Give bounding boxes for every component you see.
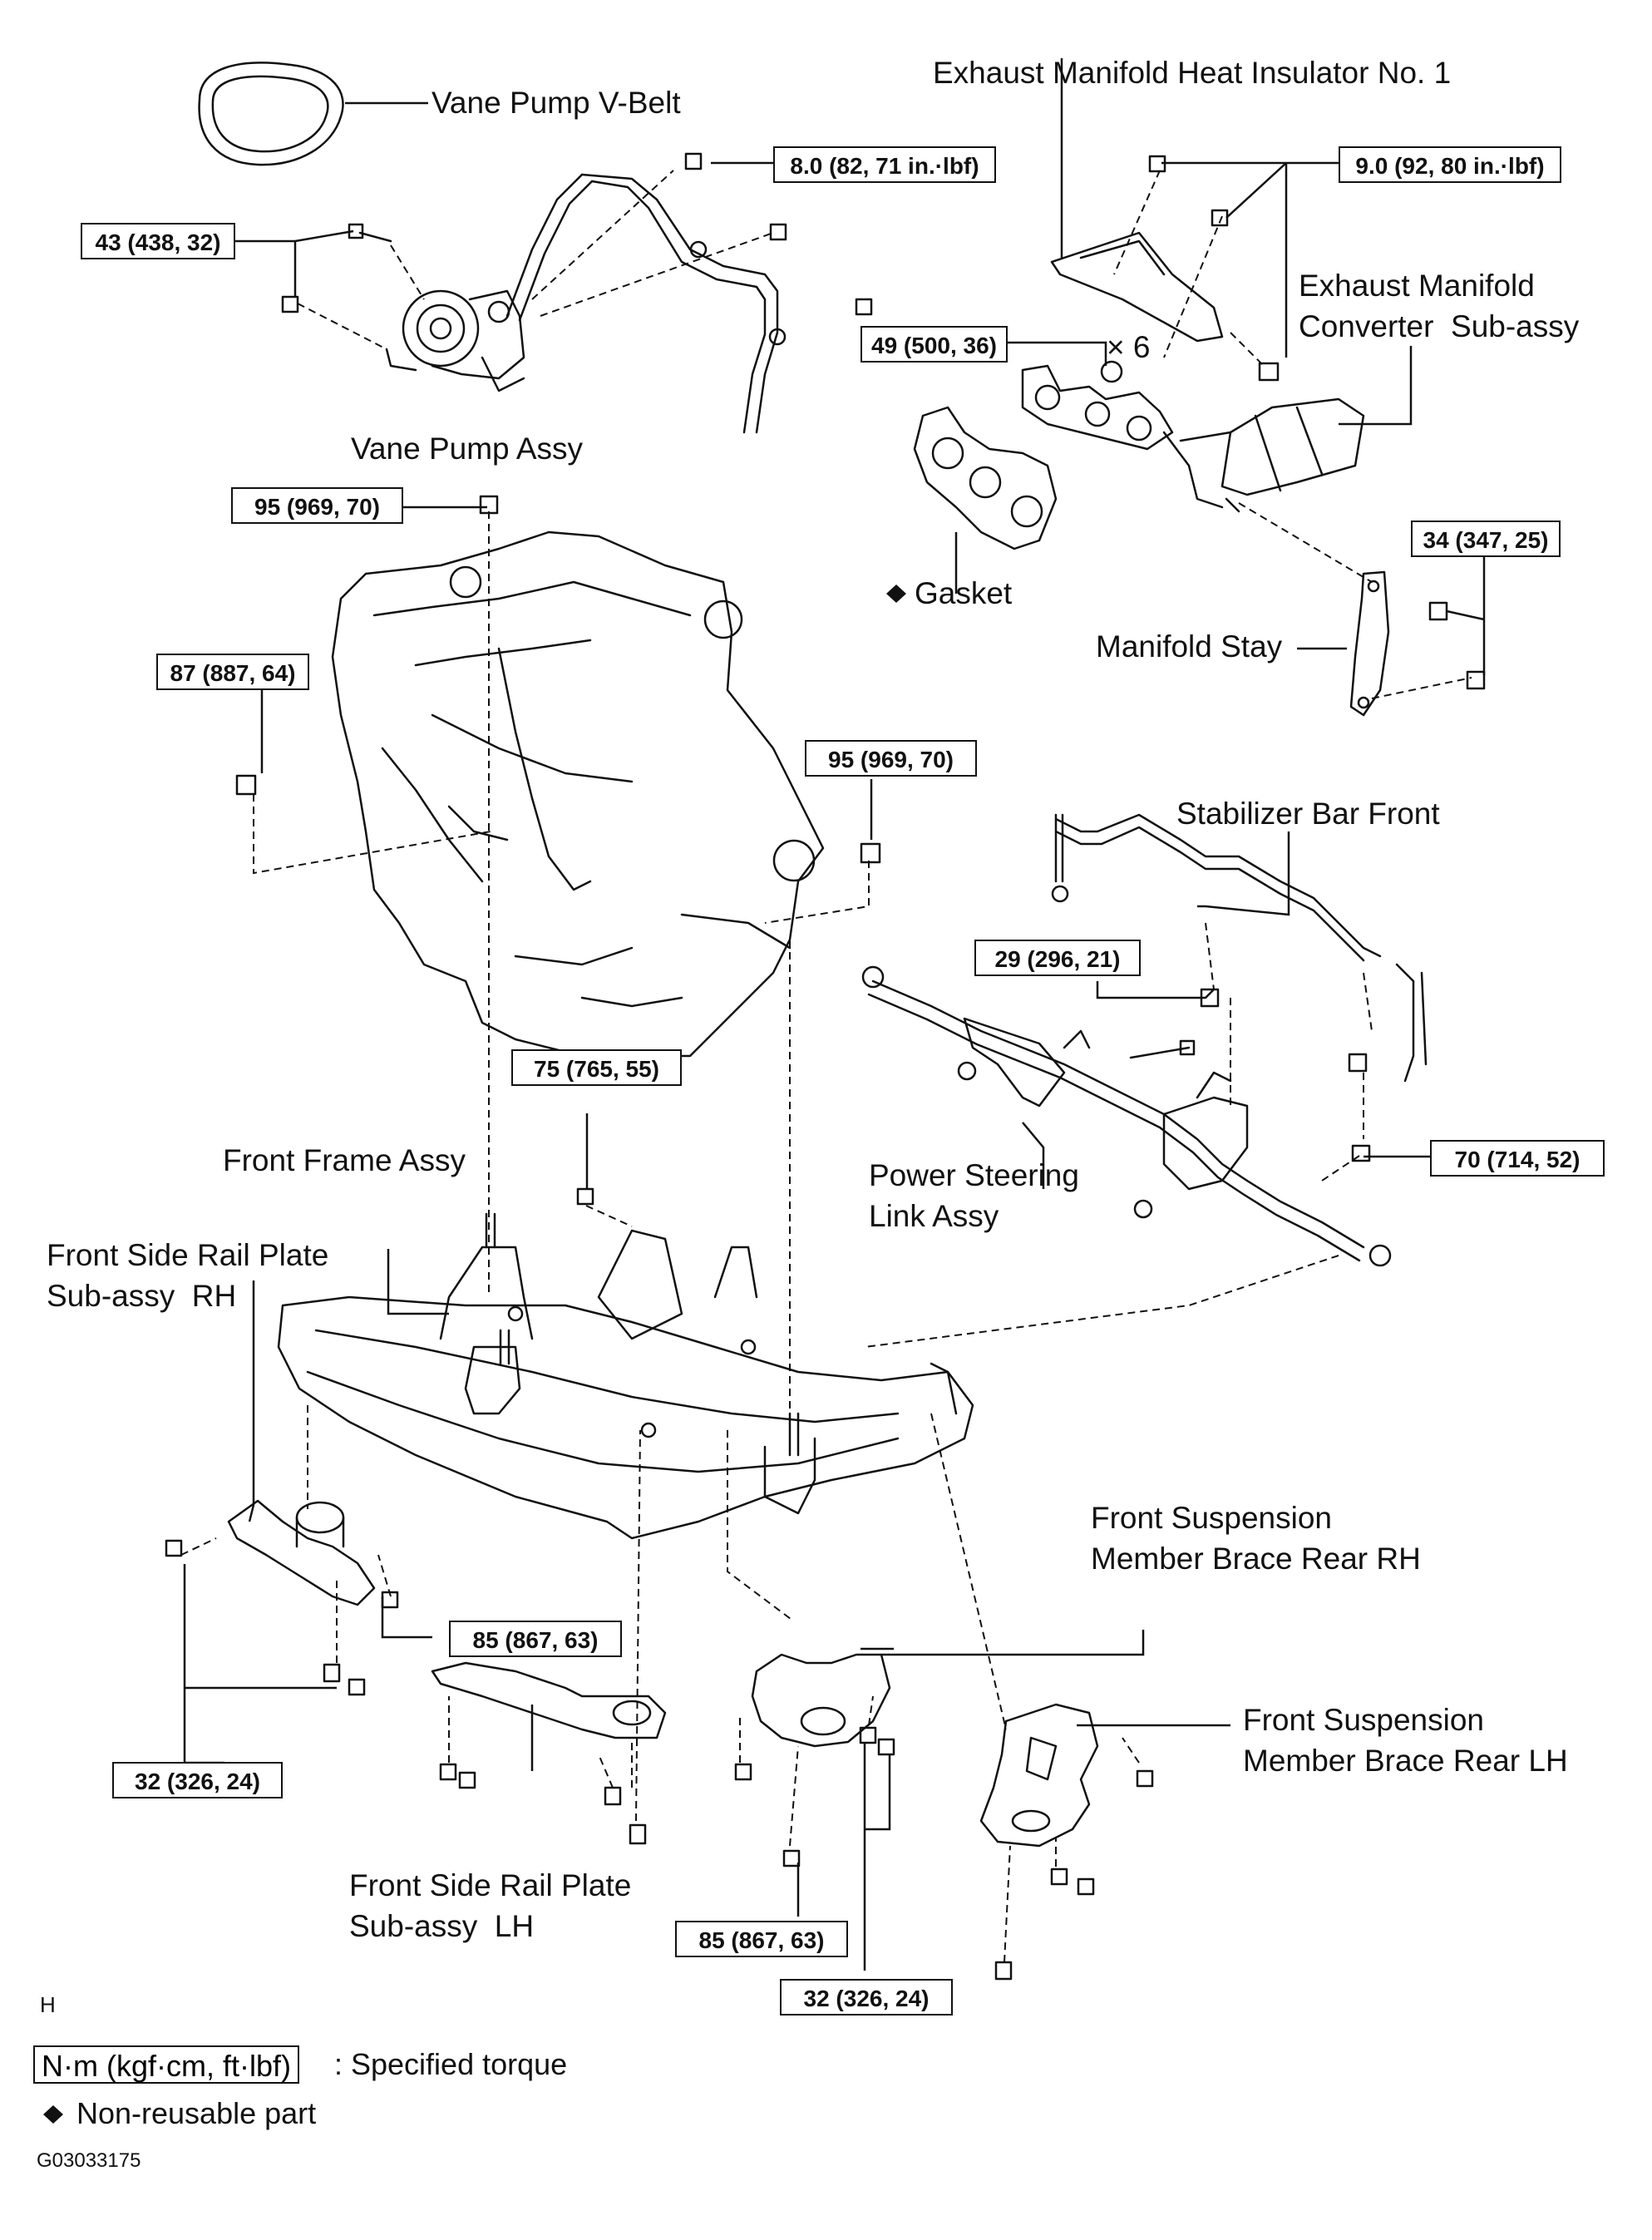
label-gasket: Gasket — [915, 576, 1013, 610]
torque-box-frame-mount: 75 (765, 55) — [511, 1049, 682, 1086]
label-brace-rear-lh: Front Suspension Member Brace Rear LH — [1243, 1703, 1568, 1778]
brace-rear-rh-drawing — [751, 1653, 891, 1748]
torque-box-steering-bolt: 70 (714, 52) — [1430, 1140, 1605, 1177]
torque-box-brace-rh-bolt: 85 (867, 63) — [675, 1921, 848, 1957]
torque-box-pump-hose-nut: 8.0 (82, 71 in.·lbf) — [773, 146, 996, 183]
legend-non-reusable: Non-reusable part — [76, 2096, 317, 2130]
manifold-stay-drawing — [1349, 570, 1390, 717]
label-front-side-rail-plate-lh: Front Side Rail Plate Sub-assy LH — [349, 1868, 632, 1943]
torque-box-engine-mount-upper: 95 (969, 70) — [231, 487, 403, 524]
label-stabilizer-bar-front: Stabilizer Bar Front — [1176, 797, 1440, 831]
label-exhaust-manifold-converter: Exhaust Manifold Converter Sub-assy — [1299, 269, 1580, 343]
pump-hose-drawing — [505, 173, 787, 434]
label-manifold-stay: Manifold Stay — [1096, 629, 1283, 664]
side-rail-plate-lh-drawing — [431, 1661, 667, 1739]
steering-rack-drawing — [861, 965, 1392, 1267]
label-times-six: × 6 — [1107, 330, 1151, 364]
torque-box-manifold-nut: 49 (500, 36) — [861, 326, 1008, 363]
stabilizer-bar-drawing — [1051, 813, 1428, 1083]
torque-box-rail-plate-rh-bolt: 32 (326, 24) — [112, 1762, 283, 1798]
label-vane-pump-assy: Vane Pump Assy — [351, 432, 584, 466]
legend-specified-torque: : Specified torque — [334, 2047, 568, 2081]
label-brace-rear-rh: Front Suspension Member Brace Rear RH — [1091, 1501, 1421, 1576]
torque-box-brace-rh-nut: 32 (326, 24) — [780, 1979, 953, 2016]
figure-code: G03033175 — [37, 2149, 141, 2172]
brace-rear-lh-drawing — [979, 1703, 1099, 1848]
torque-box-engine-mount-right: 95 (969, 70) — [805, 740, 977, 777]
torque-box-manifold-stay: 34 (347, 25) — [1411, 521, 1561, 557]
label-front-frame-assy: Front Frame Assy — [223, 1143, 466, 1177]
label-exhaust-heat-insulator: Exhaust Manifold Heat Insulator No. 1 — [933, 56, 1452, 90]
side-rail-plate-rh-drawing — [227, 1499, 376, 1606]
torque-box-vane-pump-bolt: 43 (438, 32) — [81, 223, 235, 259]
heat-insulator-drawing — [1050, 231, 1224, 343]
torque-box-stabilizer-bracket: 29 (296, 21) — [974, 940, 1141, 976]
converter-drawing — [1221, 397, 1365, 513]
bolts-and-nuts — [165, 152, 1486, 1981]
vane-pump-assy-drawing — [385, 289, 525, 392]
label-front-side-rail-plate-rh: Front Side Rail Plate Sub-assy RH — [47, 1238, 329, 1313]
label-power-steering-link-assy: Power Steering Link Assy — [869, 1158, 1079, 1233]
legend-torque-unit-box: N·m (kgf·cm, ft·lbf) — [33, 2045, 299, 2084]
diamond-markers — [43, 585, 906, 2124]
front-frame-drawing — [277, 1229, 974, 1540]
torque-box-rail-plate-lh-bolt: 85 (867, 63) — [449, 1621, 622, 1657]
torque-box-heat-insulator-bolt: 9.0 (92, 80 in.·lbf) — [1339, 146, 1561, 183]
vane-pump-v-belt-drawing — [198, 62, 344, 166]
gasket-drawing — [913, 406, 1058, 550]
engine-drawing — [331, 530, 825, 1058]
torque-box-engine-mount-left: 87 (887, 64) — [156, 654, 309, 690]
figure-mark: H — [40, 1992, 56, 2017]
exhaust-manifold-drawing — [1021, 364, 1232, 509]
label-vane-pump-v-belt: Vane Pump V-Belt — [431, 86, 681, 120]
